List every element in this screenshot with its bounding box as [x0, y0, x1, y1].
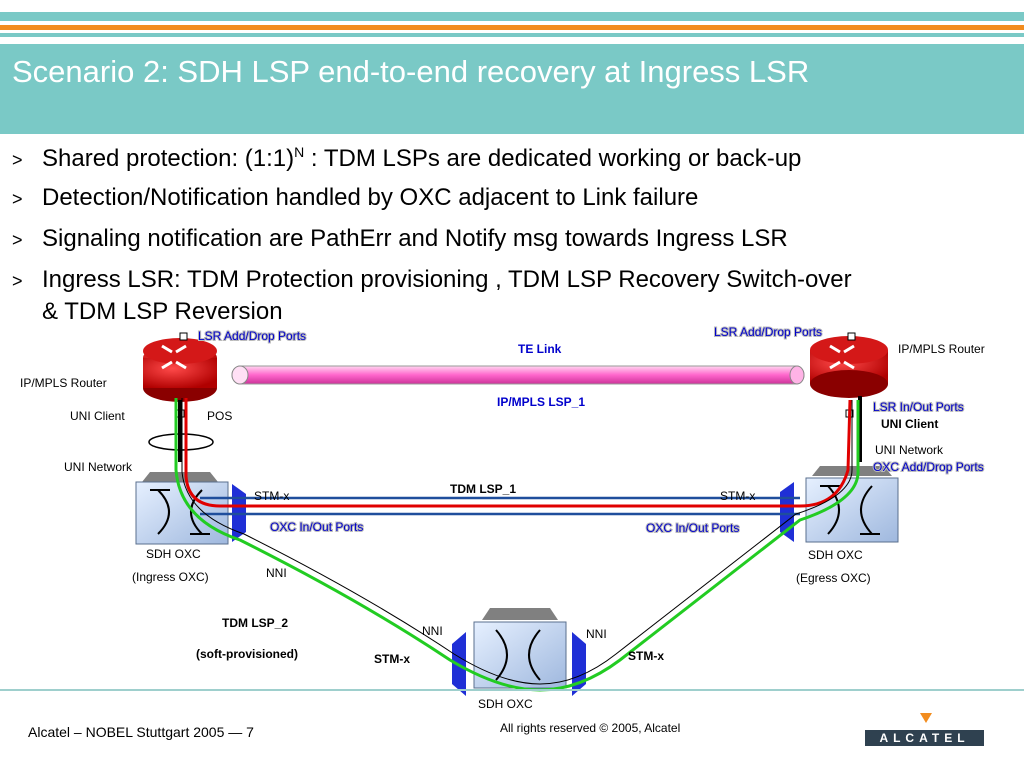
te-link-end-right — [789, 365, 805, 385]
left-router — [143, 338, 217, 402]
left-oxc-role: (Ingress OXC) — [132, 570, 209, 584]
footer-left: Alcatel – NOBEL Stuttgart 2005 — 7 — [28, 724, 254, 740]
bullet-text: Shared protection: (1:1) — [42, 145, 295, 172]
right-uni-client-label: UNI Client — [881, 417, 938, 431]
right-uni-network-label: UNI Network — [875, 443, 944, 457]
uni-ring — [148, 433, 214, 451]
right-oxc-ports-label: OXC In/Out Ports — [646, 521, 739, 535]
router-arrows-icon — [161, 344, 187, 370]
left-oxc-ports-label: OXC In/Out Ports — [270, 520, 363, 534]
left-lsr-port-top — [179, 332, 188, 341]
bottom-nni-left-label: NNI — [422, 624, 443, 638]
bottom-stm-right-label: STM-x — [628, 649, 664, 663]
tdm-lsp-2-note: (soft-provisioned) — [196, 647, 298, 661]
bullet-marker: > — [12, 150, 23, 170]
bottom-oxc — [452, 608, 586, 696]
tdm-lsp-2-path — [174, 398, 860, 692]
left-pos-label: POS — [207, 409, 232, 423]
right-lsr-ports-label: LSR Add/Drop Ports — [714, 325, 822, 339]
tdm-lsp-1-label: TDM LSP_1 — [450, 482, 516, 496]
bottom-stm-left-label: STM-x — [374, 652, 410, 666]
bullet-text: Ingress LSR: TDM Protection provisioning… — [42, 266, 852, 293]
bullet-4-continuation: & TDM LSP Reversion — [42, 298, 283, 325]
bullet-1: > Shared protection: (1:1)N : TDM LSPs ar… — [12, 144, 801, 173]
right-oxc — [780, 466, 899, 543]
top-stripe-teal-2 — [0, 33, 1024, 37]
right-stm-label: STM-x — [720, 489, 755, 503]
bullet-marker: > — [12, 189, 23, 209]
right-lsr-port-top — [847, 332, 856, 341]
left-stm-label: STM-x — [254, 489, 289, 503]
tdm-lsp-2-path-inner — [181, 398, 853, 685]
title-bar — [0, 44, 1024, 134]
te-link-end-left — [231, 365, 249, 385]
bullet-4: > Ingress LSR: TDM Protection provisionin… — [12, 266, 852, 294]
left-oxc-label: SDH OXC — [146, 547, 201, 561]
top-stripe-teal — [0, 12, 1024, 21]
bottom-oxc-label: SDH OXC — [478, 697, 533, 711]
te-link-tube — [231, 365, 805, 385]
alcatel-logo-mark-icon — [920, 713, 932, 723]
router-arrows-icon — [829, 344, 855, 370]
left-lsr-ports-label: LSR Add/Drop Ports — [198, 329, 306, 343]
right-oxc-label: SDH OXC — [808, 548, 863, 562]
right-oxc-add-drop-label: OXC Add/Drop Ports — [873, 460, 984, 474]
right-lsr-inout-label: LSR In/Out Ports — [873, 400, 964, 414]
footer-center: All rights reserved © 2005, Alcatel — [500, 721, 681, 735]
left-nni-label: NNI — [266, 566, 287, 580]
tdm-lsp-2-label: TDM LSP_2 — [222, 616, 288, 630]
bullet-superscript: N — [294, 144, 305, 160]
bullet-3: > Signaling notification are PathErr and … — [12, 225, 788, 253]
bullet-marker: > — [12, 230, 23, 250]
ip-mpls-lsp-label: IP/MPLS LSP_1 — [497, 395, 585, 409]
tdm-lsp-1-path — [184, 398, 852, 508]
bullet-text-rest: : TDM LSPs are dedicated working or back… — [304, 145, 802, 172]
page-title: Scenario 2: SDH LSP end-to-end recovery … — [12, 54, 810, 89]
right-oxc-role: (Egress OXC) — [796, 571, 871, 585]
bullet-2: > Detection/Notification handled by OXC a… — [12, 184, 698, 212]
bullet-text: Detection/Notification handled by OXC ad… — [42, 184, 699, 211]
left-router-label: IP/MPLS Router — [20, 376, 107, 390]
left-uni-client-label: UNI Client — [70, 409, 125, 423]
alcatel-logo: ALCATEL — [865, 730, 984, 746]
right-router-label: IP/MPLS Router — [898, 342, 985, 356]
right-router — [810, 336, 888, 398]
top-stripe-orange — [0, 25, 1024, 30]
bullet-marker: > — [12, 271, 23, 291]
bottom-nni-right-label: NNI — [586, 627, 607, 641]
left-uni-network-label: UNI Network — [64, 460, 133, 474]
bullet-text: Signaling notification are PathErr and N… — [42, 225, 788, 252]
te-link-label: TE Link — [518, 342, 562, 356]
